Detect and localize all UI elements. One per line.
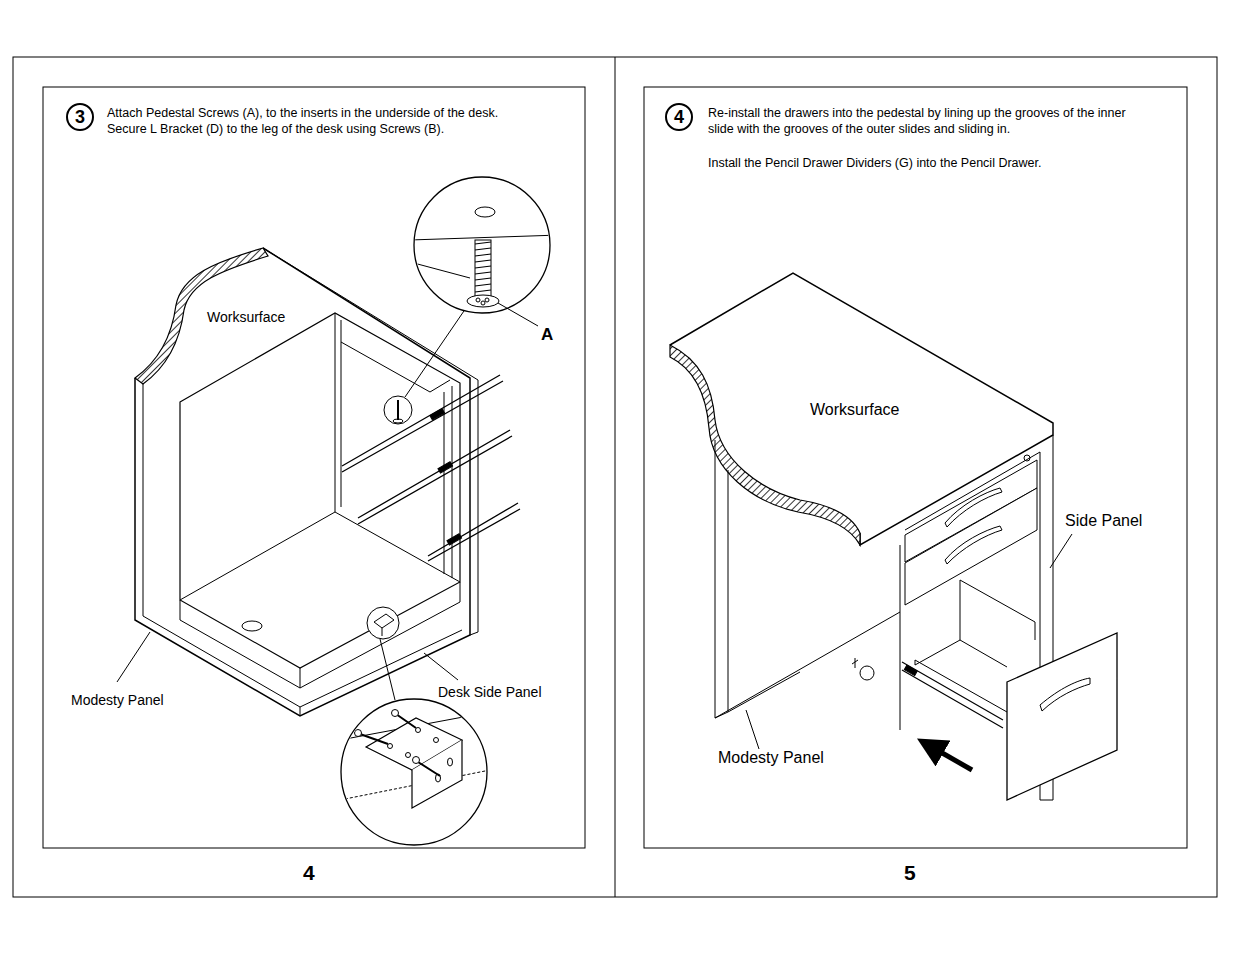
- leader-line: [117, 632, 150, 682]
- leader-line: [746, 710, 759, 749]
- desk-front: [670, 273, 1117, 800]
- insert-arrow: [930, 746, 972, 770]
- desk-underside: [135, 248, 520, 716]
- part-label: Modesty Panel: [71, 692, 164, 710]
- part-label: Worksurface: [810, 400, 900, 420]
- leader-line: [1050, 534, 1072, 568]
- leader-line: [424, 653, 458, 680]
- page-number: 4: [303, 860, 315, 886]
- page-number: 5: [904, 860, 916, 886]
- step-circle: 4: [665, 103, 693, 131]
- magnifier-circle: [414, 177, 550, 313]
- instruction-text: Attach Pedestal Screws (A), to the inser…: [107, 106, 517, 137]
- step-circle: 3: [66, 103, 94, 131]
- panel-frame: [644, 87, 1187, 848]
- instruction-text: Install the Pencil Drawer Dividers (G) i…: [708, 156, 1138, 172]
- page-divider: [615, 57, 616, 897]
- part-label: Desk Side Panel: [438, 684, 542, 702]
- page-frame: [13, 57, 1217, 897]
- part-label: Worksurface: [207, 309, 285, 327]
- magnifier-circle: [341, 699, 487, 845]
- part-label: Side Panel: [1065, 511, 1142, 531]
- part-label: Modesty Panel: [718, 748, 824, 768]
- callout-letter: A: [541, 324, 553, 345]
- step-number: 3: [75, 108, 85, 126]
- leader-line: [498, 303, 538, 326]
- panel-frame: [43, 87, 585, 848]
- instruction-text: Re-install the drawers into the pedestal…: [708, 106, 1138, 137]
- step-number: 4: [674, 108, 684, 126]
